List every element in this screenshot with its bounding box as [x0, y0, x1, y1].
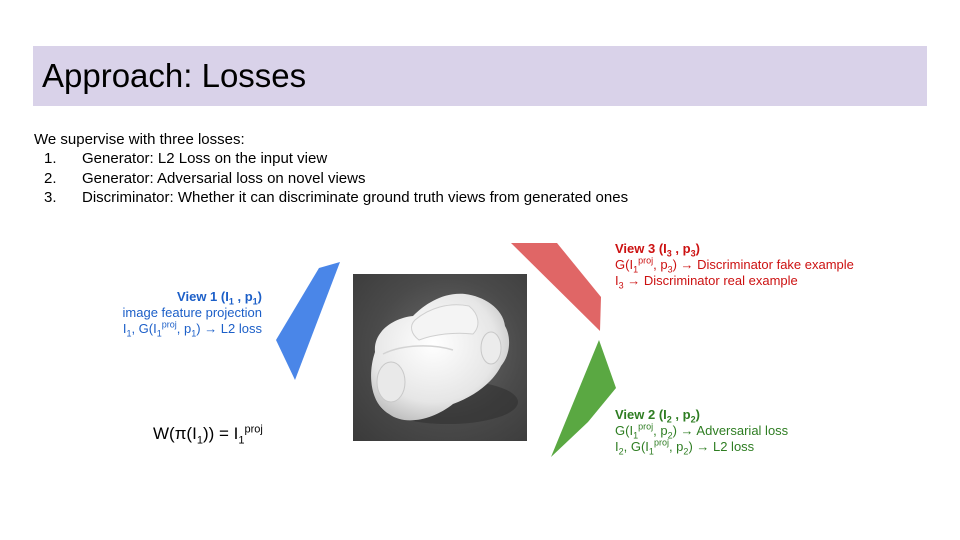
loss-list: 1. Generator: L2 Loss on the input view 2…: [44, 149, 628, 208]
title-bar: Approach: Losses: [33, 46, 927, 106]
view1-plane: [276, 262, 340, 380]
view3-line2: I3 → Discriminator real example: [615, 273, 798, 291]
list-text: Generator: L2 Loss on the input view: [82, 150, 328, 167]
view1-label: View 1 (I1 , p1) image feature projectio…: [122, 289, 262, 339]
intro-text: We supervise with three losses:: [34, 131, 245, 148]
list-item: 2. Generator: Adversarial loss on novel v…: [44, 169, 628, 189]
view1-line1: image feature projection: [122, 305, 262, 320]
car-render-image: [353, 274, 527, 441]
view3-line1: G(I1proj, p3) → Discriminator fake examp…: [615, 255, 854, 275]
list-text: Generator: Adversarial loss on novel vie…: [82, 169, 366, 187]
car-icon: [371, 293, 518, 424]
view3-heading: View 3 (I3 , p3): [615, 241, 700, 259]
projection-formula: W(π(I1)) = I1proj: [153, 423, 263, 447]
view2-line2: I2, G(I1proj, p2) → L2 loss: [615, 437, 755, 457]
view3-label: View 3 (I3 , p3) G(I1proj, p3) → Discrim…: [615, 241, 854, 291]
view2-line1: G(I1proj, p2) → Adversarial loss: [615, 421, 789, 441]
view3-plane: [511, 243, 601, 331]
list-number: 1.: [44, 150, 57, 167]
view2-label: View 2 (I2 , p2) G(I1proj, p2) → Adversa…: [615, 407, 789, 457]
list-text: Discriminator: Whether it can discrimina…: [82, 189, 629, 206]
list-item: 1. Generator: L2 Loss on the input view: [44, 149, 628, 169]
list-item: 3. Discriminator: Whether it can discrimi…: [44, 188, 628, 208]
view1-line2: I1, G(I1proj, p1) → L2 loss: [122, 319, 262, 339]
view2-heading: View 2 (I2 , p2): [615, 407, 700, 425]
list-number: 2.: [44, 169, 57, 187]
view2-plane: [551, 340, 616, 457]
slide-title: Approach: Losses: [42, 57, 307, 94]
list-number: 3.: [44, 189, 57, 206]
view1-heading: View 1 (I1 , p1): [177, 289, 262, 307]
